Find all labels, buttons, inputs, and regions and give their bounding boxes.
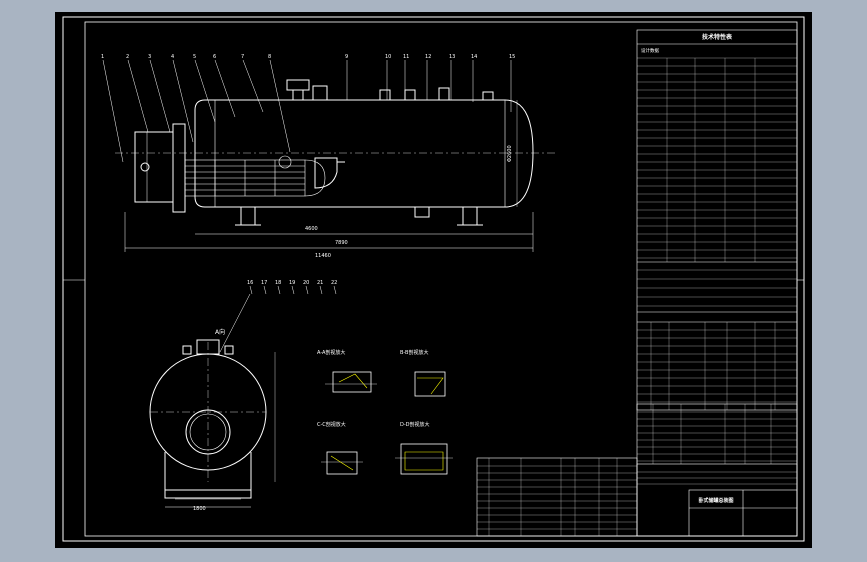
side-leader-label-22: 22: [331, 280, 337, 286]
support-left: [240, 206, 256, 226]
leader-label-9: 9: [345, 54, 348, 60]
parts-list-table: [476, 403, 798, 537]
end-saddle-base: [164, 489, 252, 499]
leader-label-12: 12: [425, 54, 431, 60]
leader-label-2: 2: [126, 54, 129, 60]
technical-spec-table: [636, 29, 798, 411]
dim-support-width: 1800: [193, 506, 206, 512]
leader-label-5: 5: [193, 54, 196, 60]
dim-shell-length: 7890: [335, 240, 348, 246]
drawing-name: 卧式储罐总装图: [698, 497, 733, 504]
detail-c: [321, 451, 363, 475]
dim-diameter: Φ2600: [507, 145, 513, 162]
detail-views: [321, 371, 453, 475]
leader-label-13: 13: [449, 54, 455, 60]
vessel-shell: [194, 99, 534, 208]
title-block: [688, 489, 798, 537]
leader-label-14: 14: [471, 54, 477, 60]
side-leader-labels: 16 17 18 19 20 21 22: [247, 280, 337, 286]
detail-d: [395, 443, 453, 475]
support-right: [462, 206, 478, 226]
leader-label-8: 8: [268, 54, 271, 60]
detail-a: [325, 371, 377, 393]
leader-label-1: 1: [101, 54, 104, 60]
dim-overall-length: 11460: [315, 253, 331, 259]
detail-c-label: C-C剖视放大: [317, 421, 346, 428]
spec-table-rows: [637, 57, 797, 410]
detail-a-label: A-A剖视放大: [317, 349, 345, 356]
leader-label-3: 3: [148, 54, 151, 60]
side-leader-label-21: 21: [317, 280, 323, 286]
end-channel-circle: [185, 409, 231, 455]
side-leader-label-20: 20: [303, 280, 309, 286]
outer-border: [62, 16, 805, 542]
leader-label-10: 10: [385, 54, 391, 60]
detail-b-label: B-B剖视放大: [400, 349, 429, 356]
side-leader-label-16: 16: [247, 280, 253, 286]
side-leader-label-19: 19: [289, 280, 295, 286]
top-leader-lines: [102, 59, 512, 163]
side-leader-label-17: 17: [261, 280, 267, 286]
nozzle-manhole: [286, 79, 310, 91]
tech-table-heading: 技术特性表: [702, 33, 733, 41]
view-a-label: A向: [215, 328, 225, 336]
vessel-elevation: [115, 79, 555, 252]
side-leader-label-18: 18: [275, 280, 281, 286]
design-data-heading: 设计数据: [641, 47, 659, 54]
leader-label-4: 4: [171, 54, 174, 60]
parts-table-rows: [477, 404, 797, 536]
tube-bundle: [184, 155, 326, 197]
detail-d-label: D-D剖视放大: [400, 421, 430, 428]
detail-b: [414, 371, 446, 397]
leader-label-7: 7: [241, 54, 244, 60]
leader-label-6: 6: [213, 54, 216, 60]
dim-support-spacing: 4600: [305, 226, 318, 232]
side-leader-lines: [219, 285, 337, 353]
leader-label-11: 11: [403, 54, 409, 60]
leader-label-15: 15: [509, 54, 515, 60]
vessel-end-view: [149, 339, 276, 508]
